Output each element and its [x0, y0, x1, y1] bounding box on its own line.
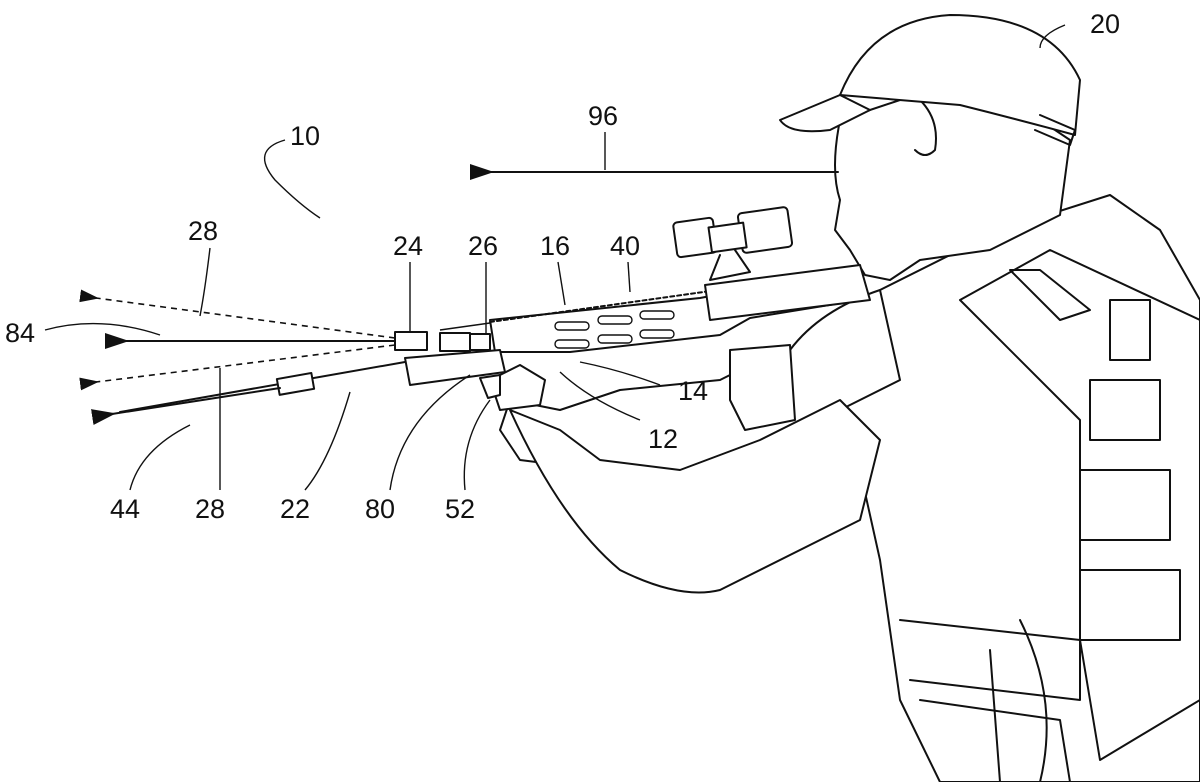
label-24: 24 [393, 231, 423, 261]
label-16: 16 [540, 231, 570, 261]
label-84: 84 [5, 318, 35, 348]
label-40: 40 [610, 231, 640, 261]
label-26: 26 [468, 231, 498, 261]
label-20: 20 [1090, 9, 1120, 39]
label-44: 44 [110, 494, 140, 524]
firearm [119, 206, 871, 431]
label-28-lower: 28 [195, 494, 225, 524]
label-52: 52 [445, 494, 475, 524]
label-22: 22 [280, 494, 310, 524]
person-figure [489, 14, 1200, 782]
label-12: 12 [648, 424, 678, 454]
label-14: 14 [678, 376, 708, 406]
emitter-24 [394, 331, 428, 351]
leader-lines [44, 24, 1066, 491]
label-10: 10 [290, 121, 320, 151]
label-28-upper: 28 [188, 216, 218, 246]
beams [79, 164, 839, 425]
label-96: 96 [588, 101, 618, 131]
label-80: 80 [365, 494, 395, 524]
handguard-slots [554, 310, 675, 349]
